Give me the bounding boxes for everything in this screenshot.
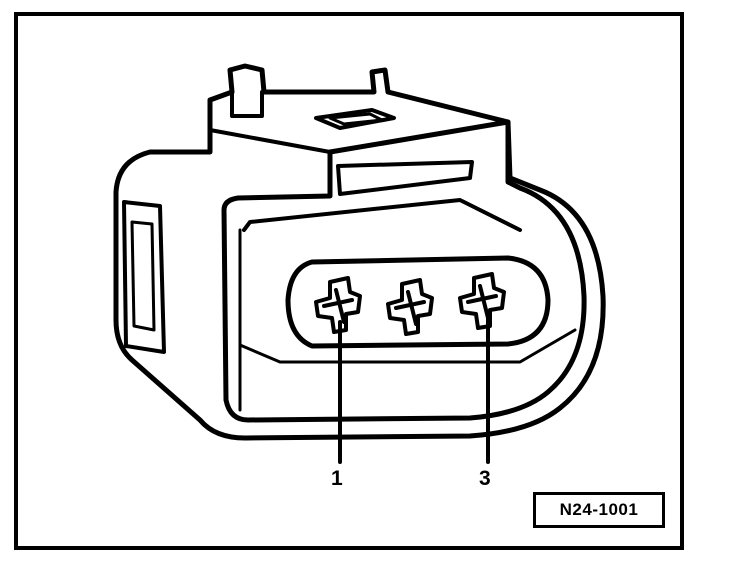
callout-label-pin-3: 3 [479,467,491,490]
side-window [122,200,166,354]
connector-housing-outline [113,63,606,441]
front-opening [221,119,587,423]
latch-tab [230,90,264,118]
terminal-insert [285,255,551,349]
latch-window-inner [328,112,384,126]
inner-floor [238,328,577,364]
terminal-pin-2 [386,278,434,336]
inner-ledge [242,198,522,232]
figure-code-box: N24-1001 [533,492,665,528]
latch-window [314,108,396,130]
terminal-pin-1 [314,276,362,334]
callout-label-pin-1: 1 [331,467,343,490]
side-window-inner [130,220,156,332]
terminal-pin-3 [458,272,506,330]
inner-cavity-top [336,160,474,196]
